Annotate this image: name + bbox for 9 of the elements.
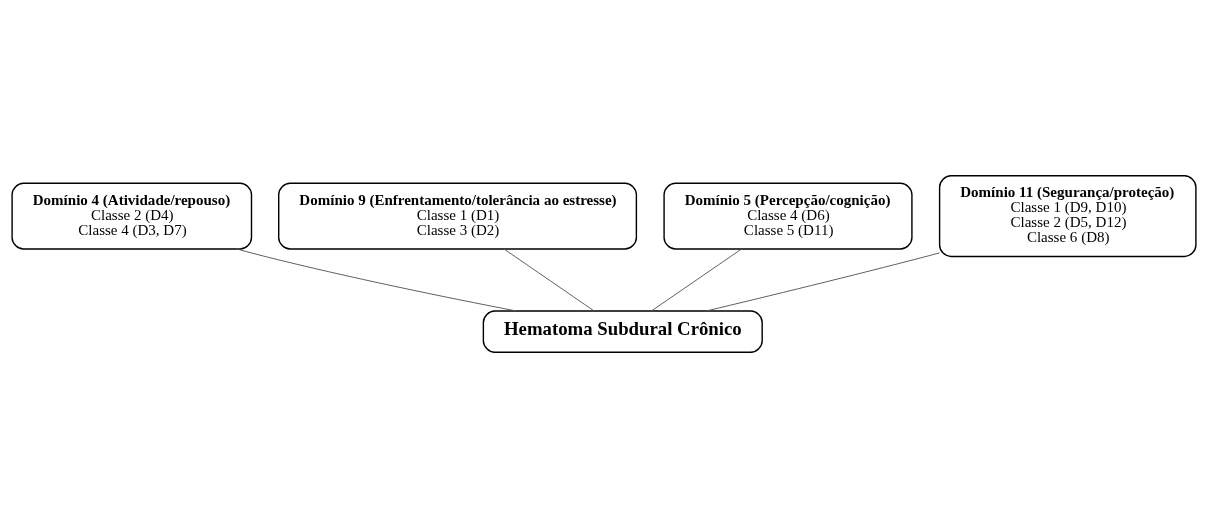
connector — [651, 248, 742, 311]
connector — [706, 251, 940, 311]
node-box: Domínio 9 (Enfrentamento/tolerância ao estresse) Classe 1 (D1) Classe 3 (D2) — [278, 182, 638, 250]
node-box: Hematoma Subdural Crônico — [482, 309, 763, 353]
connector — [503, 248, 595, 311]
node-box: Domínio 5 (Percepção/cognição) Classe 4 (D6) Classe 5 (D11) — [663, 182, 913, 250]
node-box: Domínio 4 (Atividade/repouso) Classe 2 (D4) Classe 4 (D3, D7) — [11, 182, 253, 250]
node-box: Domínio 11 (Segurança/proteção) Classe 1 (D9, D10) Classe 2 (D5, D12) Classe 6 (D8) — [938, 174, 1197, 257]
connector — [236, 248, 517, 311]
